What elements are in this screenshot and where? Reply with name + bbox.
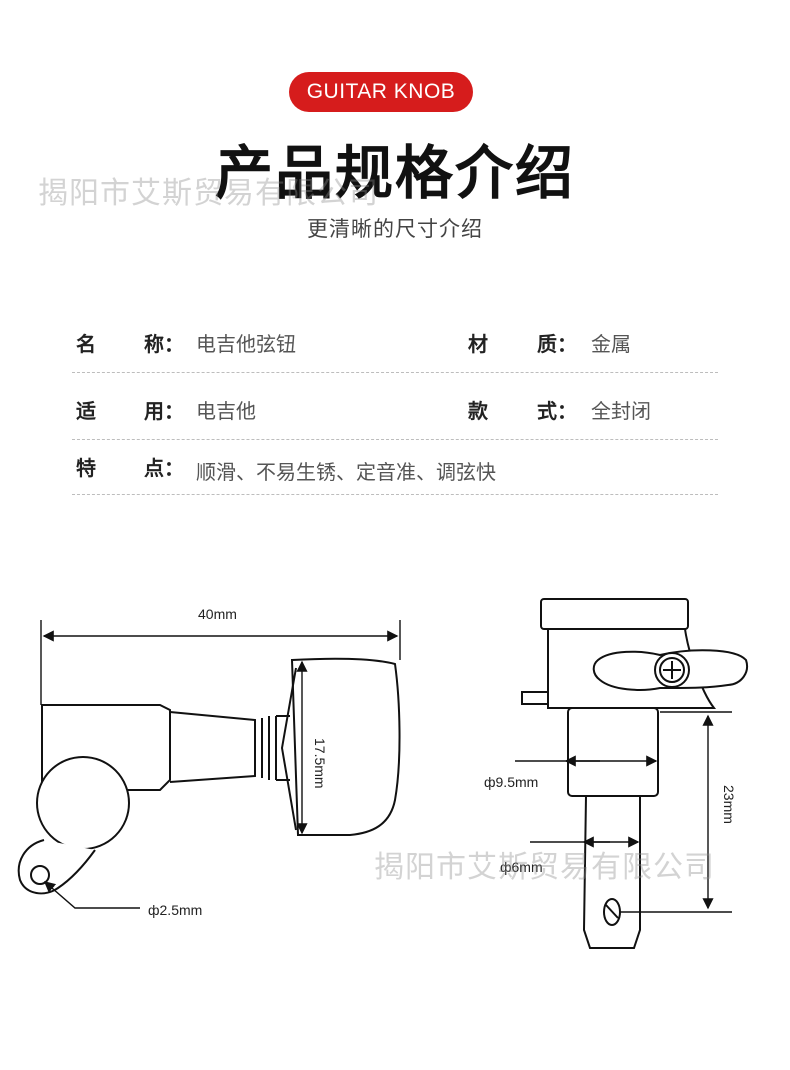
spec-row-usage: 适 用： 电吉他 款 式： 全封闭 <box>72 383 718 440</box>
bushing-diameter-label: ф9.5mm <box>484 774 539 790</box>
tuner-cap <box>540 598 689 630</box>
spec-label: 称： <box>144 332 184 356</box>
watermark-top: 揭阳市艾斯贸易有限公司 <box>38 176 379 211</box>
bushing <box>567 707 659 797</box>
tuner-shaft <box>169 711 256 783</box>
spec-label: 质： <box>537 332 577 356</box>
spec-value: 电吉他弦钮 <box>196 332 296 356</box>
spec-label: 用： <box>144 399 184 423</box>
title-badge: GUITAR KNOB <box>289 72 473 112</box>
hole-leader-line <box>43 881 140 909</box>
spec-label: 点： <box>144 456 184 480</box>
watermark-bottom: 揭阳市艾斯贸易有限公司 <box>374 850 715 885</box>
spec-row-name: 名 称： 电吉他弦钮 材 质： 金属 <box>72 316 718 373</box>
side-view-drawing <box>17 657 401 895</box>
mounting-tab <box>17 839 96 895</box>
spec-value: 全封闭 <box>591 399 651 423</box>
side-pin <box>521 691 549 705</box>
spec-value: 顺滑、不易生锈、定音准、调弦快 <box>196 460 496 484</box>
mounting-hole <box>30 865 50 885</box>
page-subtitle: 更清晰的尺寸介绍 <box>307 217 483 241</box>
spec-row-features: 特 点： 顺滑、不易生锈、定音准、调弦快 <box>72 442 718 495</box>
tuner-gear <box>36 756 130 850</box>
length-label: 40mm <box>198 606 237 622</box>
spec-label: 名 <box>76 332 96 356</box>
knob-height-label: 17.5mm <box>312 738 328 789</box>
spec-label: 材 <box>468 332 488 356</box>
spec-value: 电吉他 <box>196 399 256 423</box>
spec-value: 金属 <box>591 332 631 356</box>
post-height-label: 23mm <box>721 785 737 824</box>
spec-label: 款 <box>468 399 488 423</box>
tuner-knob <box>290 657 401 836</box>
page-title: 产品规格介绍 <box>214 139 575 207</box>
spec-label: 特 <box>76 456 96 480</box>
hole-diameter-label: ф2.5mm <box>148 902 203 918</box>
front-view-drawing <box>521 598 748 949</box>
post-diameter-label: ф6mm <box>500 859 543 875</box>
post <box>582 795 641 949</box>
spec-label: 式： <box>537 399 577 423</box>
screw-cross-icon <box>659 657 685 683</box>
spec-label: 适 <box>76 399 96 423</box>
